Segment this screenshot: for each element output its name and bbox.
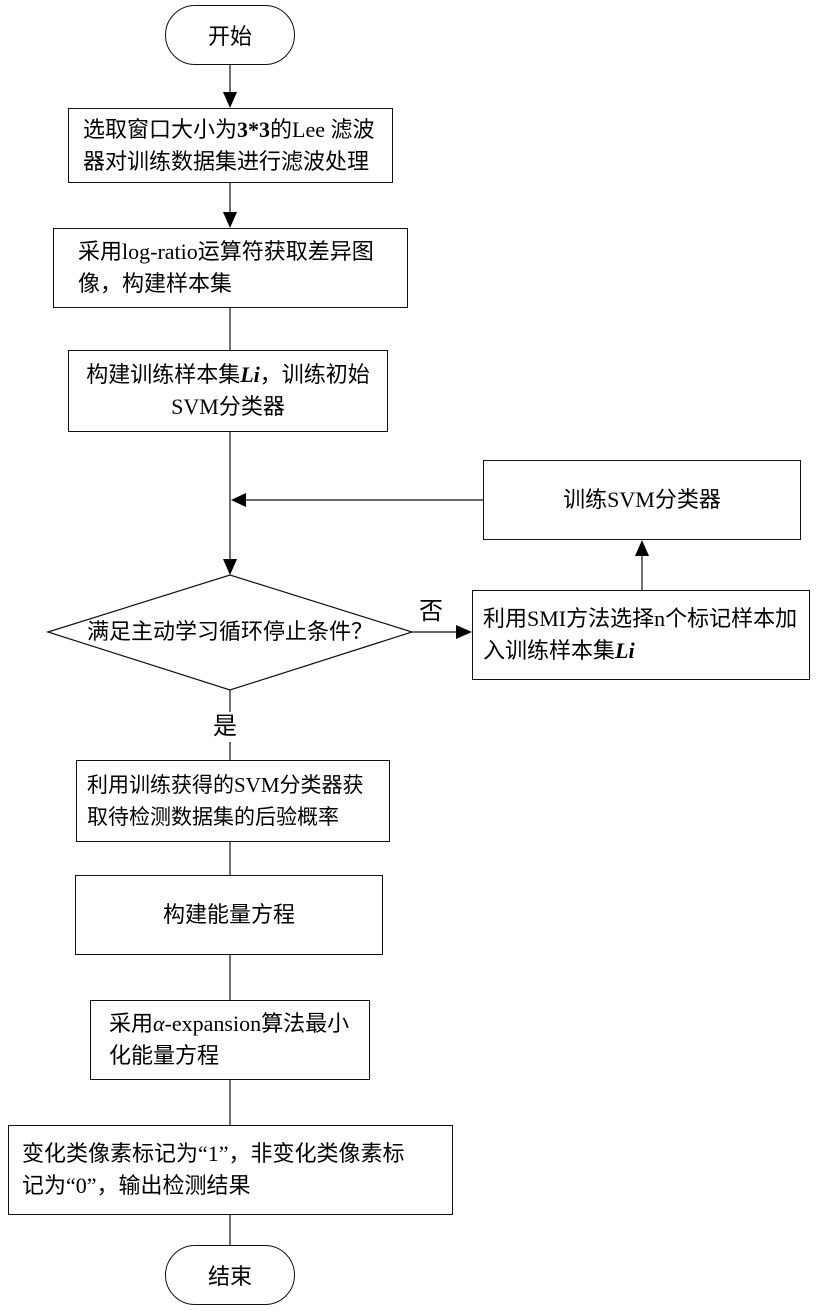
minimize-alpha-symbol: α (153, 1011, 165, 1036)
end-terminal: 结束 (165, 1245, 295, 1305)
arrowhead-into-decision (223, 559, 237, 575)
init-svm-set-symbol: Li (240, 362, 260, 387)
select-samples-step: 利用SMI方法选择n个标记样本加 入训练样本集Li (472, 590, 810, 680)
posterior-line1: 利用训练获得的SVM分类器获 (87, 769, 364, 801)
select-samples-line1: 利用SMI方法选择n个标记样本加 (483, 603, 797, 635)
arrowhead-into-filter (223, 92, 237, 108)
branch-yes-label: 是 (213, 712, 237, 742)
energy-label: 构建能量方程 (163, 899, 295, 931)
stop-condition-label: 满足主动学习循环停止条件？ (48, 616, 412, 648)
lee-filter-line2: 器对训练数据集进行滤波处理 (83, 146, 369, 178)
init-svm-line1: 构建训练样本集Li，训练初始 (86, 359, 370, 391)
output-line1: 变化类像素标记为“1”，非变化类像素标 (22, 1138, 405, 1170)
arrowhead-feedback-left (231, 493, 246, 507)
init-svm-line1-text: 构建训练样本集 (86, 362, 240, 387)
output-line2: 记为“0”，输出检测结果 (22, 1170, 251, 1202)
lee-filter-line1-text: 选取窗口大小为 (83, 117, 237, 142)
select-samples-line2-text: 入训练样本集 (483, 638, 615, 663)
minimize-line1: 采用α-expansion算法最小 (109, 1008, 349, 1040)
init-svm-line2: SVM分类器 (171, 391, 285, 423)
lee-filter-line1: 选取窗口大小为3*3的Lee 滤波 (83, 114, 374, 146)
log-ratio-line1: 采用log-ratio运算符获取差异图 (78, 236, 374, 268)
select-samples-set-symbol: Li (615, 638, 635, 663)
lee-filter-window-size: 3*3 (237, 117, 270, 142)
minimize-line2: 化能量方程 (109, 1040, 219, 1072)
lee-filter-step: 选取窗口大小为3*3的Lee 滤波 器对训练数据集进行滤波处理 (68, 108, 393, 183)
train-svm-step: 训练SVM分类器 (483, 460, 801, 540)
lee-filter-line1-tail: 的Lee 滤波 (270, 117, 374, 142)
train-svm-label: 训练SVM分类器 (563, 484, 721, 516)
init-svm-step: 构建训练样本集Li，训练初始 SVM分类器 (68, 350, 388, 432)
end-label: 结束 (208, 1259, 252, 1291)
output-step: 变化类像素标记为“1”，非变化类像素标 记为“0”，输出检测结果 (8, 1125, 453, 1215)
log-ratio-step: 采用log-ratio运算符获取差异图 像，构建样本集 (53, 228, 408, 308)
posterior-step: 利用训练获得的SVM分类器获 取待检测数据集的后验概率 (76, 760, 390, 842)
branch-no-label: 否 (419, 597, 443, 627)
minimize-step: 采用α-expansion算法最小 化能量方程 (90, 1000, 370, 1080)
energy-step: 构建能量方程 (75, 875, 383, 955)
arrowhead-into-select (456, 625, 472, 639)
start-label: 开始 (208, 19, 252, 51)
start-terminal: 开始 (165, 5, 295, 65)
arrowhead-into-train-svm (635, 540, 649, 556)
minimize-line1-text: 采用 (109, 1011, 153, 1036)
arrowhead-into-log-ratio (223, 212, 237, 228)
minimize-line1-tail: -expansion算法最小 (165, 1011, 350, 1036)
posterior-line2: 取待检测数据集的后验概率 (87, 801, 339, 833)
log-ratio-line2: 像，构建样本集 (78, 268, 232, 300)
init-svm-line1-tail: ，训练初始 (260, 362, 370, 387)
select-samples-line2: 入训练样本集Li (483, 635, 635, 667)
